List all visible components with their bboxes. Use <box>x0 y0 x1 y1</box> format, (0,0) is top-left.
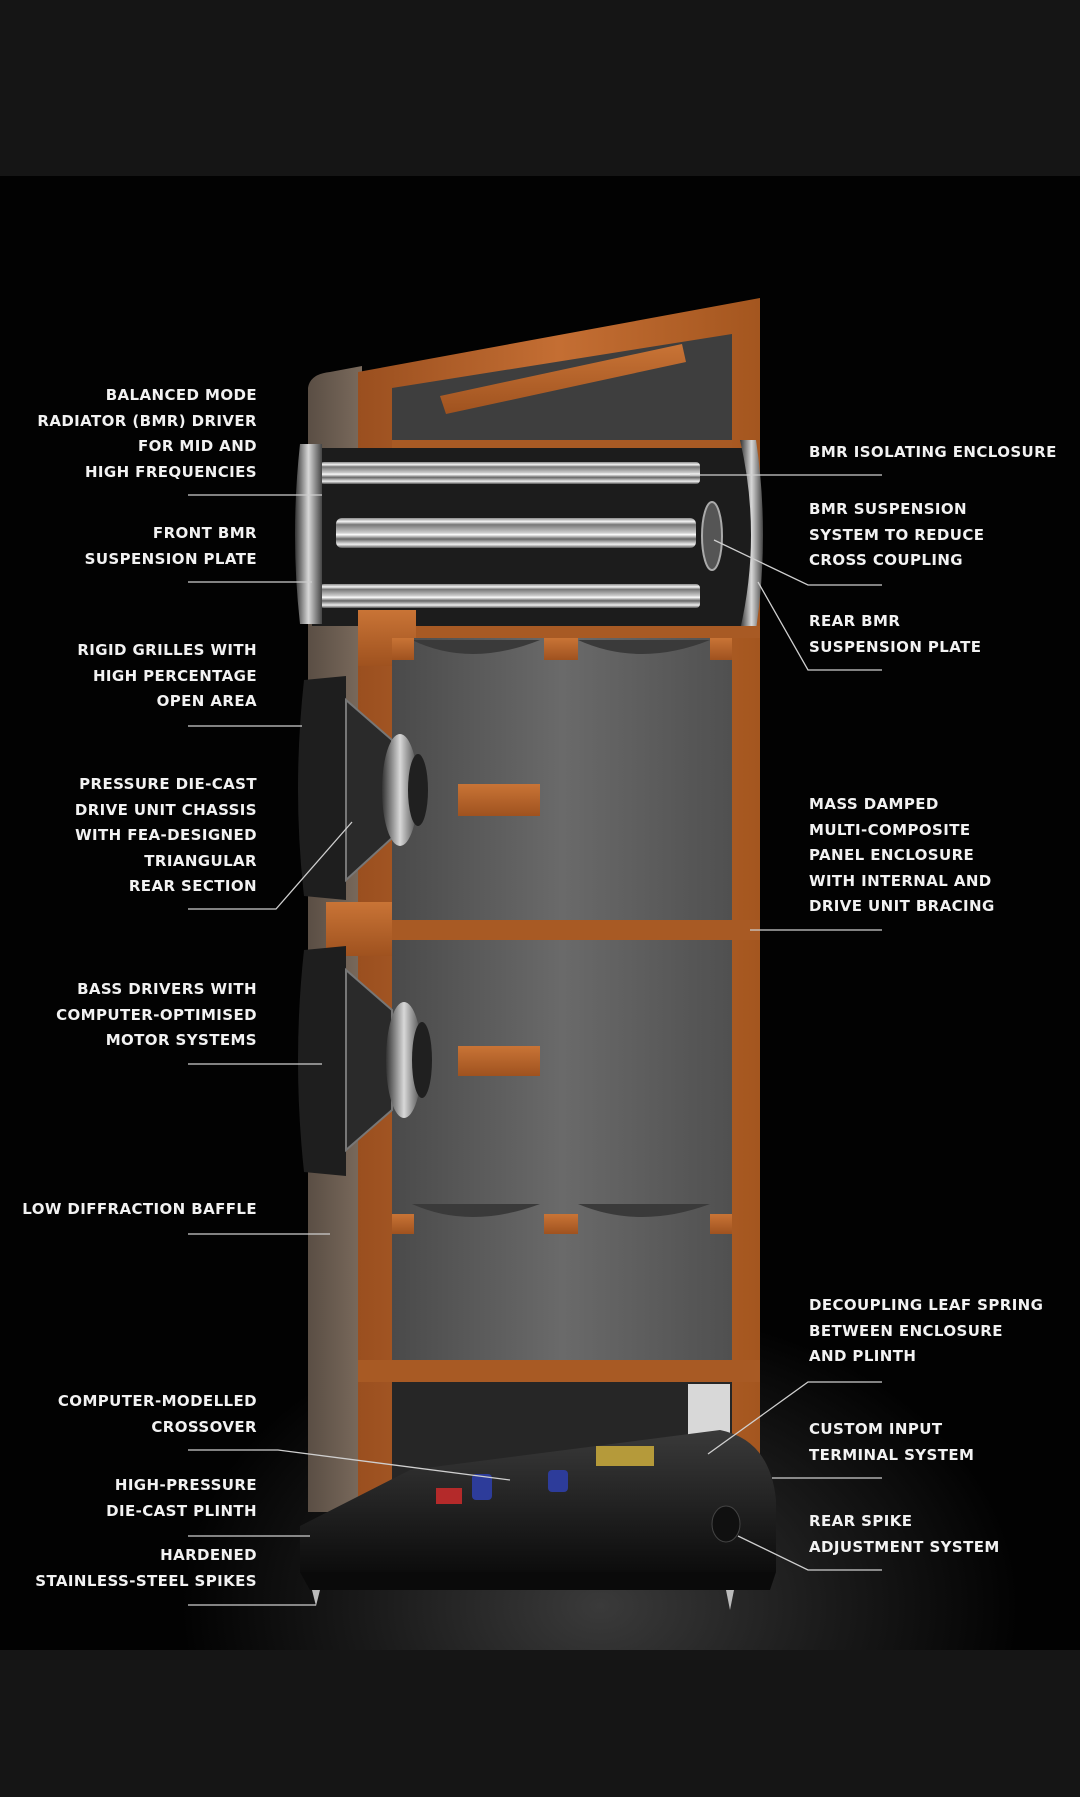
callout-line: DRIVE UNIT CHASSIS <box>75 798 257 824</box>
callout-line: CROSS COUPLING <box>809 548 984 574</box>
callout-line: COMPUTER-OPTIMISED <box>56 1003 257 1029</box>
callout-line: REAR SECTION <box>75 874 257 900</box>
callout-line: HARDENED <box>35 1543 257 1569</box>
callout-line: MOTOR SYSTEMS <box>56 1028 257 1054</box>
bass-cavity <box>392 940 732 1202</box>
callout-line: DECOUPLING LEAF SPRING <box>809 1293 1043 1319</box>
callout-line: WITH INTERNAL AND <box>809 869 995 895</box>
callout-spikes: HARDENED STAINLESS-STEEL SPIKES <box>35 1543 257 1594</box>
callout-line: OPEN AREA <box>77 689 257 715</box>
callout-line: SUSPENSION PLATE <box>809 635 981 661</box>
callout-front-bmr-plate: FRONT BMR SUSPENSION PLATE <box>85 521 257 572</box>
callout-line: REAR BMR <box>809 609 981 635</box>
callout-rear-bmr-plate: REAR BMR SUSPENSION PLATE <box>809 609 981 660</box>
callout-line: FOR MID AND <box>37 434 257 460</box>
callout-bmr-isolating-enclosure: BMR ISOLATING ENCLOSURE <box>809 440 1057 466</box>
lower-brace-b <box>544 1214 578 1234</box>
callout-die-cast-chassis: PRESSURE DIE-CAST DRIVE UNIT CHASSIS WIT… <box>75 772 257 900</box>
callout-line: SUSPENSION PLATE <box>85 547 257 573</box>
input-terminal-shape <box>596 1446 654 1466</box>
lower-brace-a <box>392 1214 414 1234</box>
rear-spike <box>726 1590 734 1610</box>
callout-line: COMPUTER-MODELLED <box>58 1389 257 1415</box>
callout-line: WITH FEA-DESIGNED <box>75 823 257 849</box>
mid-brace-c <box>710 638 732 660</box>
mid-brace-a <box>392 638 414 660</box>
bmr-tube-middle <box>336 518 696 548</box>
front-spike <box>312 1590 320 1606</box>
bmr-tube-top <box>320 462 700 484</box>
front-bmr-plate-shape <box>295 444 322 624</box>
floor-shelf <box>358 1360 760 1382</box>
callout-bass-drivers: BASS DRIVERS WITH COMPUTER-OPTIMISED MOT… <box>56 977 257 1054</box>
callout-line: FRONT BMR <box>85 521 257 547</box>
plinth-base <box>300 1572 776 1590</box>
callout-line: TERMINAL SYSTEM <box>809 1443 974 1469</box>
mid-driver-pole <box>408 754 428 826</box>
callout-line: BETWEEN ENCLOSURE <box>809 1319 1043 1345</box>
callout-crossover: COMPUTER-MODELLED CROSSOVER <box>58 1389 257 1440</box>
callout-line: ADJUSTMENT SYSTEM <box>809 1535 1000 1561</box>
callout-rear-spike: REAR SPIKE ADJUSTMENT SYSTEM <box>809 1509 1000 1560</box>
callout-line: RADIATOR (BMR) DRIVER <box>37 409 257 435</box>
crossover-coil-blue-2 <box>548 1470 568 1492</box>
callout-low-diffraction-baffle: LOW DIFFRACTION BAFFLE <box>22 1197 257 1223</box>
callout-line: AND PLINTH <box>809 1344 1043 1370</box>
bass-driver-pole <box>412 1022 432 1098</box>
callout-line: SYSTEM TO REDUCE <box>809 523 984 549</box>
callout-line: MASS DAMPED <box>809 792 995 818</box>
lower-brace-c <box>710 1214 732 1234</box>
callout-line: CUSTOM INPUT <box>809 1417 974 1443</box>
bass-driver-cone <box>298 946 346 1176</box>
mid-brace-b <box>544 638 578 660</box>
bmr-suspension-ring <box>702 502 722 570</box>
mid-cavity <box>392 638 732 920</box>
bass-driver-brace <box>458 1046 540 1076</box>
callout-line: DRIVE UNIT BRACING <box>809 894 995 920</box>
callout-line: PRESSURE DIE-CAST <box>75 772 257 798</box>
callout-input-terminal: CUSTOM INPUT TERMINAL SYSTEM <box>809 1417 974 1468</box>
callout-line: BMR ISOLATING ENCLOSURE <box>809 440 1057 466</box>
callout-line: TRIANGULAR <box>75 849 257 875</box>
callout-line: BALANCED MODE <box>37 383 257 409</box>
callout-line: HIGH FREQUENCIES <box>37 460 257 486</box>
callout-line: LOW DIFFRACTION BAFFLE <box>22 1197 257 1223</box>
callout-line: REAR SPIKE <box>809 1509 1000 1535</box>
callout-line: BMR SUSPENSION <box>809 497 984 523</box>
crossover-capacitor-red <box>436 1488 462 1504</box>
callout-rigid-grilles: RIGID GRILLES WITH HIGH PERCENTAGE OPEN … <box>77 638 257 715</box>
mid-bass-shelf <box>358 920 760 940</box>
callout-line: HIGH-PRESSURE <box>106 1473 257 1499</box>
callout-line: STAINLESS-STEEL SPIKES <box>35 1569 257 1595</box>
bmr-tube-bottom <box>320 584 700 608</box>
callout-plinth: HIGH-PRESSURE DIE-CAST PLINTH <box>106 1473 257 1524</box>
mid-driver-brace <box>458 784 540 816</box>
callout-bmr-suspension-system: BMR SUSPENSION SYSTEM TO REDUCE CROSS CO… <box>809 497 984 574</box>
mid-driver-cone <box>298 676 346 900</box>
callout-line: PANEL ENCLOSURE <box>809 843 995 869</box>
callout-line: BASS DRIVERS WITH <box>56 977 257 1003</box>
callout-line: MULTI-COMPOSITE <box>809 818 995 844</box>
callout-leaf-spring: DECOUPLING LEAF SPRING BETWEEN ENCLOSURE… <box>809 1293 1043 1370</box>
callout-bmr-driver: BALANCED MODE RADIATOR (BMR) DRIVER FOR … <box>37 383 257 485</box>
callout-line: RIGID GRILLES WITH <box>77 638 257 664</box>
bmr-shelf <box>358 626 760 638</box>
callout-line: HIGH PERCENTAGE <box>77 664 257 690</box>
callout-line: DIE-CAST PLINTH <box>106 1499 257 1525</box>
callout-mass-damped-enclosure: MASS DAMPED MULTI-COMPOSITE PANEL ENCLOS… <box>809 792 995 920</box>
rear-spike-knob <box>712 1506 740 1542</box>
callout-line: CROSSOVER <box>58 1415 257 1441</box>
